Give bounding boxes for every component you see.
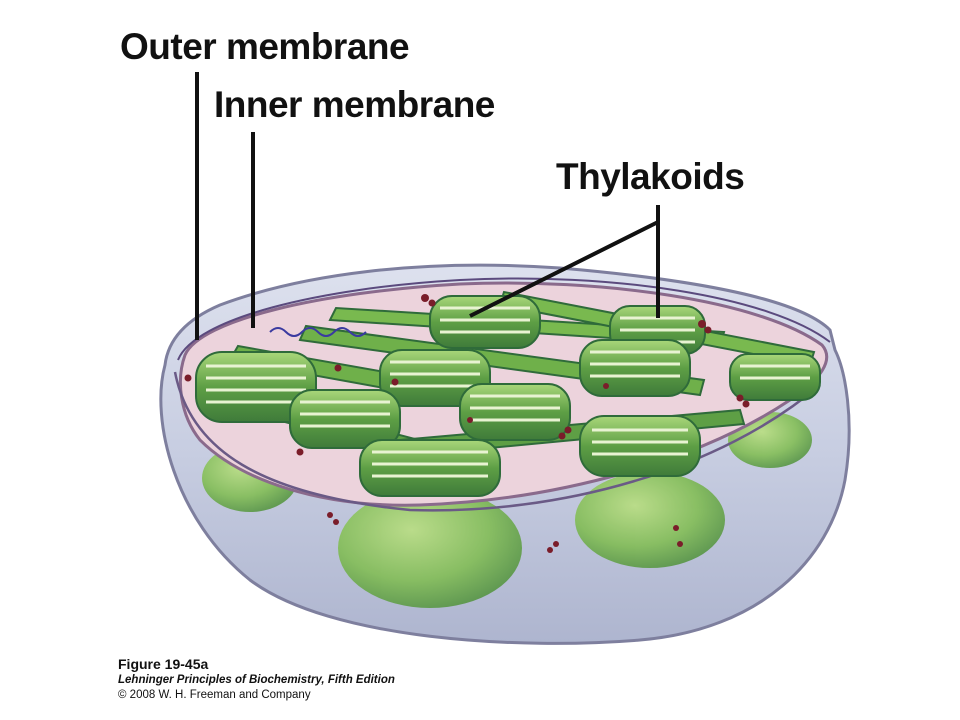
granum-center — [379, 349, 491, 407]
thylakoids-label: Thylakoids — [556, 156, 745, 197]
lower-grana — [202, 412, 812, 608]
ribosomes — [184, 294, 750, 553]
copyright-line: © 2008 W. H. Freeman and Company — [118, 689, 311, 701]
inner-membrane-label: Inner membrane — [214, 84, 495, 125]
leader-lines — [195, 72, 660, 340]
granum-front-left — [359, 439, 501, 497]
granum-center-top — [429, 295, 541, 349]
granum-mid-left — [289, 389, 401, 449]
figure-caption: Figure 19-45a Lehninger Principles of Bi… — [118, 655, 395, 703]
figure-number: Figure 19-45a — [118, 656, 209, 672]
thylakoid-network — [195, 290, 821, 497]
book-title: Lehninger Principles of Biochemistry, Fi… — [118, 674, 395, 686]
outer-membrane-label: Outer membrane — [120, 26, 410, 67]
granum-front-right — [579, 415, 701, 477]
granum-mid — [459, 383, 571, 441]
granum-right — [579, 339, 691, 397]
granum-far-right — [729, 353, 821, 401]
thylakoid-leader-left — [469, 220, 659, 318]
granum-left — [195, 351, 317, 423]
dna-strand — [269, 327, 367, 337]
